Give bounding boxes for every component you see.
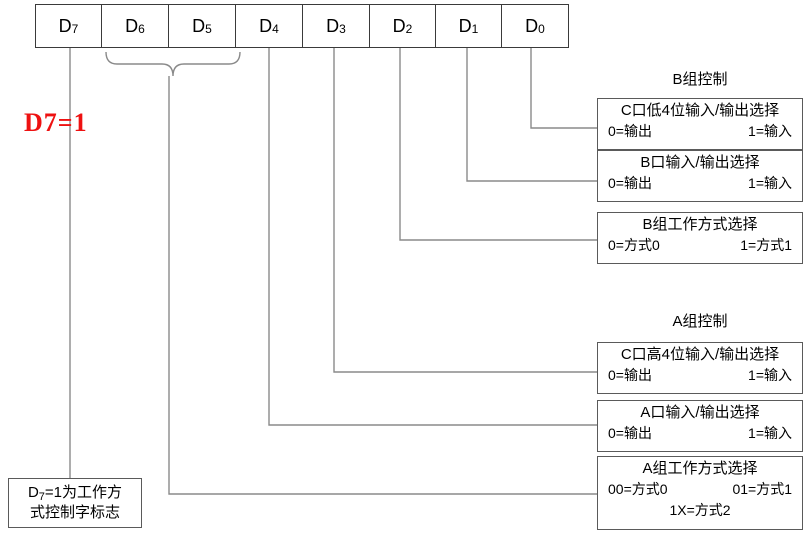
option-zero: 0=输出 (608, 122, 652, 139)
box-heading: B组工作方式选择 (642, 216, 758, 233)
bit-subscript: 1 (471, 22, 479, 36)
bit-label: D (259, 16, 273, 36)
box-heading: C口低4位输入/输出选择 (620, 102, 780, 119)
box-options: 0=输出 1=输入 (598, 173, 802, 194)
bit-subscript: 5 (205, 22, 212, 36)
bit-label: D (392, 16, 406, 36)
box-heading: B口输入/输出选择 (640, 154, 760, 171)
bit-subscript: 4 (272, 22, 279, 36)
box-port-a-io-select[interactable]: A口输入/输出选择 0=输出 1=输入 (597, 400, 803, 452)
note-subscript: 7 (38, 490, 45, 503)
option-zero: 0=方式0 (608, 236, 660, 253)
box-heading: C口高4位输入/输出选择 (620, 346, 780, 363)
bit-label: D (525, 16, 539, 36)
note-d: D (27, 483, 39, 501)
option-zero: 0=输出 (608, 174, 652, 191)
bit-label: D (326, 16, 340, 36)
group-a-title: A组控制 (672, 313, 728, 330)
box-heading: A口输入/输出选择 (640, 404, 760, 421)
note-text: =1为工作方 (44, 483, 123, 501)
wire-mode-a (168, 76, 597, 495)
bit-subscript: 6 (138, 22, 145, 36)
box-group-b-mode-select[interactable]: B组工作方式选择 0=方式0 1=方式1 (597, 212, 803, 264)
d7-equals-one-annotation: D7=1 (24, 108, 88, 137)
bit-label: D (125, 16, 139, 36)
bit-label: D (192, 16, 206, 36)
bit-label: D (58, 16, 72, 36)
wire-d3 (333, 48, 597, 373)
option-one: 1=方式1 (740, 236, 792, 253)
bit-subscript: 2 (405, 22, 413, 36)
box-options: 0=输出 1=输入 (598, 121, 802, 142)
box-d7-mode-flag-note[interactable]: D7=1为工作方 式控制字标志 (8, 478, 142, 528)
bit-subscript: 7 (71, 22, 79, 36)
option-one: 1=输入 (748, 366, 792, 383)
option-zero: 0=输出 (608, 424, 652, 441)
box-options: 0=输出 1=输入 (598, 423, 802, 444)
wire-d0 (530, 48, 597, 129)
box-options: 0=输出 1=输入 (598, 365, 802, 386)
option-zero-one: 01=方式1 (732, 480, 792, 497)
bit-label: D (458, 16, 472, 36)
bit-subscript: 0 (538, 22, 545, 36)
box-options: 0=方式0 1=方式1 (598, 235, 802, 256)
box-options-extra: 1X=方式2 (598, 500, 802, 521)
box-heading: A组工作方式选择 (642, 460, 758, 477)
option-zero: 0=输出 (608, 366, 652, 383)
wire-d4 (268, 48, 597, 426)
box-port-c-high-io-select[interactable]: C口高4位输入/输出选择 0=输出 1=输入 (597, 342, 803, 394)
option-one-x: 1X=方式2 (669, 501, 731, 518)
box-port-b-io-select[interactable]: B口输入/输出选择 0=输出 1=输入 (597, 150, 803, 202)
brace-d6-d5 (105, 51, 241, 77)
group-b-title: B组控制 (672, 71, 728, 88)
box-options: 00=方式0 01=方式1 (598, 479, 802, 500)
note-line-1: D7=1为工作方 (28, 483, 122, 503)
option-one: 1=输入 (748, 424, 792, 441)
box-port-c-low-io-select[interactable]: C口低4位输入/输出选择 0=输出 1=输入 (597, 98, 803, 150)
note-line-2: 式控制字标志 (29, 504, 120, 521)
wire-d2 (399, 48, 597, 241)
option-one: 1=输入 (748, 174, 792, 191)
bit-subscript: 3 (339, 22, 346, 36)
box-group-a-mode-select[interactable]: A组工作方式选择 00=方式0 01=方式1 1X=方式2 (597, 456, 803, 530)
option-one: 1=输入 (748, 122, 792, 139)
wire-d1 (466, 48, 597, 182)
option-zero-zero: 00=方式0 (608, 480, 668, 497)
